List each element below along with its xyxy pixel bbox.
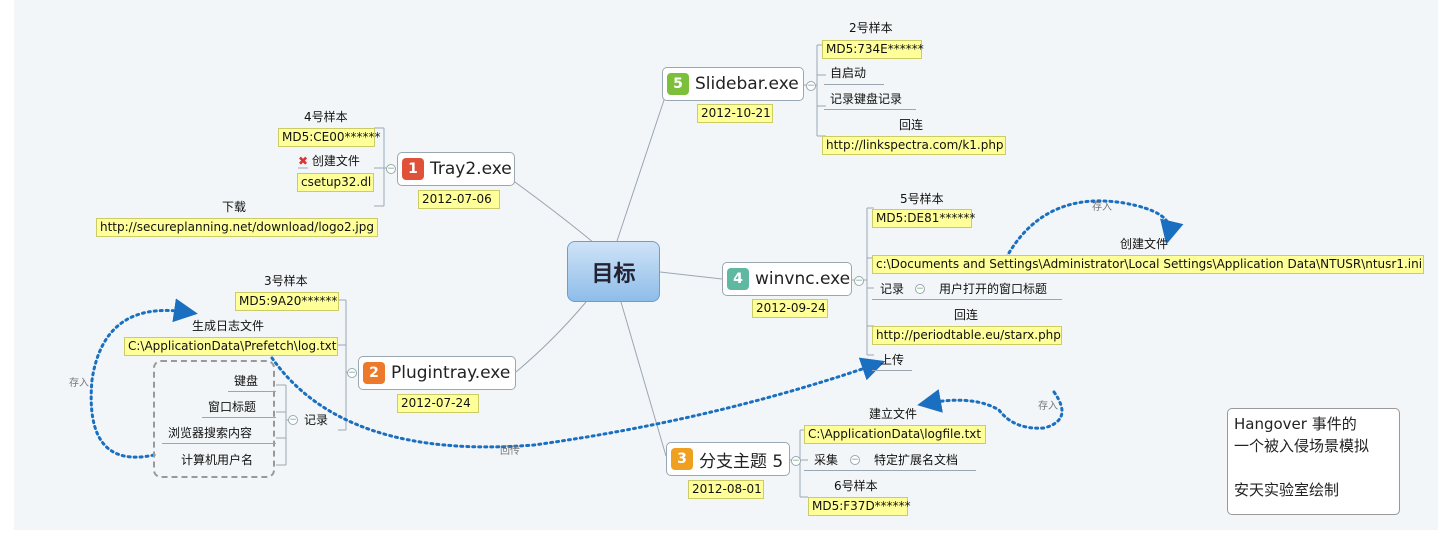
tray2-create-label: 创建文件 bbox=[311, 154, 360, 168]
collapse-icon[interactable]: − bbox=[854, 276, 864, 286]
node-plugintray[interactable]: 2 Plugintray.exe bbox=[358, 356, 516, 390]
center-topic[interactable]: 目标 bbox=[567, 241, 660, 302]
badge-3: 3 bbox=[671, 448, 693, 470]
tray2-download-label: 下载 bbox=[222, 200, 247, 214]
underline bbox=[824, 84, 884, 85]
underline bbox=[228, 391, 276, 392]
plugintray-record-label: 记录 bbox=[304, 413, 329, 427]
mindmap-canvas: 目标 1 Tray2.exe 2012-07-06 − 4号样本 MD5:CE0… bbox=[14, 0, 1438, 530]
node-plugintray-title: Plugintray.exe bbox=[391, 363, 511, 383]
connector-lines bbox=[89, 44, 1184, 498]
branch5-collect-label: 采集 bbox=[814, 453, 839, 467]
collapse-icon[interactable]: − bbox=[791, 456, 801, 466]
underline bbox=[872, 370, 912, 371]
return-label: 回传 bbox=[500, 446, 520, 457]
collapse-icon[interactable]: − bbox=[288, 415, 298, 425]
winvnc-callback-url: http://periodtable.eu/starx.php bbox=[872, 326, 1062, 345]
plugintray-log-label: 生成日志文件 bbox=[192, 319, 265, 333]
winvnc-record-label: 记录 bbox=[880, 282, 905, 296]
node-tray2[interactable]: 1 Tray2.exe bbox=[397, 152, 515, 186]
node-branch5[interactable]: 3 分支主题 5 bbox=[666, 442, 790, 476]
tray2-sample-label: 4号样本 bbox=[304, 110, 348, 124]
node-winvnc-title: winvnc.exe bbox=[755, 269, 851, 289]
underline bbox=[804, 470, 976, 471]
slidebar-md5: MD5:734E****** bbox=[822, 40, 924, 59]
collapse-icon[interactable]: − bbox=[386, 164, 396, 174]
winvnc-callback-label: 回连 bbox=[954, 308, 979, 322]
node-winvnc-date: 2012-09-24 bbox=[752, 299, 828, 318]
plugintray-log-file: C:\ApplicationData\Prefetch\log.txt bbox=[124, 337, 338, 356]
tray2-create-file: csetup32.dl bbox=[297, 173, 374, 192]
slidebar-callback-label: 回连 bbox=[899, 118, 924, 132]
node-tray2-title: Tray2.exe bbox=[430, 159, 512, 179]
plugintray-store-label: 存入 bbox=[69, 378, 89, 389]
x-icon: ✖ bbox=[298, 154, 309, 168]
underline bbox=[824, 109, 916, 110]
branch5-build-file: C:\ApplicationData\logfile.txt bbox=[804, 425, 986, 444]
tray2-create: ✖ 创建文件 bbox=[298, 152, 360, 170]
collapse-icon[interactable]: − bbox=[850, 455, 860, 465]
record-item-browser-search: 浏览器搜索内容 bbox=[168, 426, 253, 440]
winvnc-create-label: 创建文件 bbox=[1120, 237, 1169, 251]
branch5-md5: MD5:F37D****** bbox=[808, 497, 911, 516]
badge-1: 1 bbox=[402, 158, 424, 180]
slidebar-sample-label: 2号样本 bbox=[849, 21, 893, 35]
collapse-icon[interactable]: − bbox=[347, 368, 357, 378]
node-plugintray-date: 2012-07-24 bbox=[397, 394, 479, 413]
node-slidebar-title: Slidebar.exe bbox=[695, 74, 799, 94]
winvnc-md5: MD5:DE81****** bbox=[872, 209, 975, 228]
badge-4: 4 bbox=[727, 268, 749, 290]
note-spacer bbox=[1234, 457, 1393, 479]
record-item-keyboard: 键盘 bbox=[234, 374, 259, 388]
winvnc-store-label: 存入 bbox=[1092, 202, 1112, 213]
record-item-window-title: 窗口标题 bbox=[208, 400, 257, 414]
collapse-icon[interactable]: − bbox=[806, 81, 816, 91]
underline bbox=[872, 299, 1062, 300]
winvnc-sample-label: 5号样本 bbox=[900, 192, 944, 206]
collapse-icon[interactable]: − bbox=[915, 284, 925, 294]
node-winvnc[interactable]: 4 winvnc.exe bbox=[722, 262, 852, 296]
record-items-group bbox=[153, 360, 275, 478]
note-line-2: 一个被入侵场景模拟 bbox=[1234, 437, 1370, 455]
winvnc-create-file: c:\Documents and Settings\Administrator\… bbox=[872, 255, 1424, 274]
node-slidebar[interactable]: 5 Slidebar.exe bbox=[662, 67, 804, 101]
plugintray-md5: MD5:9A20****** bbox=[235, 292, 339, 311]
winvnc-upload-label: 上传 bbox=[880, 353, 905, 367]
slidebar-keylog: 记录键盘记录 bbox=[830, 92, 903, 106]
slidebar-callback-url: http://linkspectra.com/k1.php bbox=[822, 136, 1006, 155]
plugintray-sample-label: 3号样本 bbox=[264, 274, 308, 288]
node-tray2-date: 2012-07-06 bbox=[418, 190, 500, 209]
branch5-collect-item: 特定扩展名文档 bbox=[874, 453, 959, 467]
tray2-md5: MD5:CE00****** bbox=[278, 128, 381, 147]
slidebar-autostart: 自启动 bbox=[830, 66, 867, 80]
node-branch5-date: 2012-08-01 bbox=[688, 480, 764, 499]
record-item-username: 计算机用户名 bbox=[181, 453, 254, 467]
badge-5: 5 bbox=[667, 73, 689, 95]
note-box: Hangover 事件的 一个被入侵场景模拟 安天实验室绘制 bbox=[1227, 408, 1400, 515]
branch5-sample-label: 6号样本 bbox=[834, 479, 878, 493]
note-line-3: 安天实验室绘制 bbox=[1234, 481, 1340, 499]
branch5-build-label: 建立文件 bbox=[869, 407, 918, 421]
node-slidebar-date: 2012-10-21 bbox=[697, 104, 773, 123]
winvnc-record-item: 用户打开的窗口标题 bbox=[939, 282, 1048, 296]
underline bbox=[162, 443, 276, 444]
node-branch5-title: 分支主题 5 bbox=[699, 451, 784, 472]
tray2-download-url: http://secureplanning.net/download/logo2… bbox=[96, 218, 378, 237]
underline bbox=[202, 417, 276, 418]
note-line-1: Hangover 事件的 bbox=[1234, 415, 1357, 433]
branch5-store-label: 存入 bbox=[1038, 401, 1058, 412]
badge-2: 2 bbox=[363, 362, 385, 384]
